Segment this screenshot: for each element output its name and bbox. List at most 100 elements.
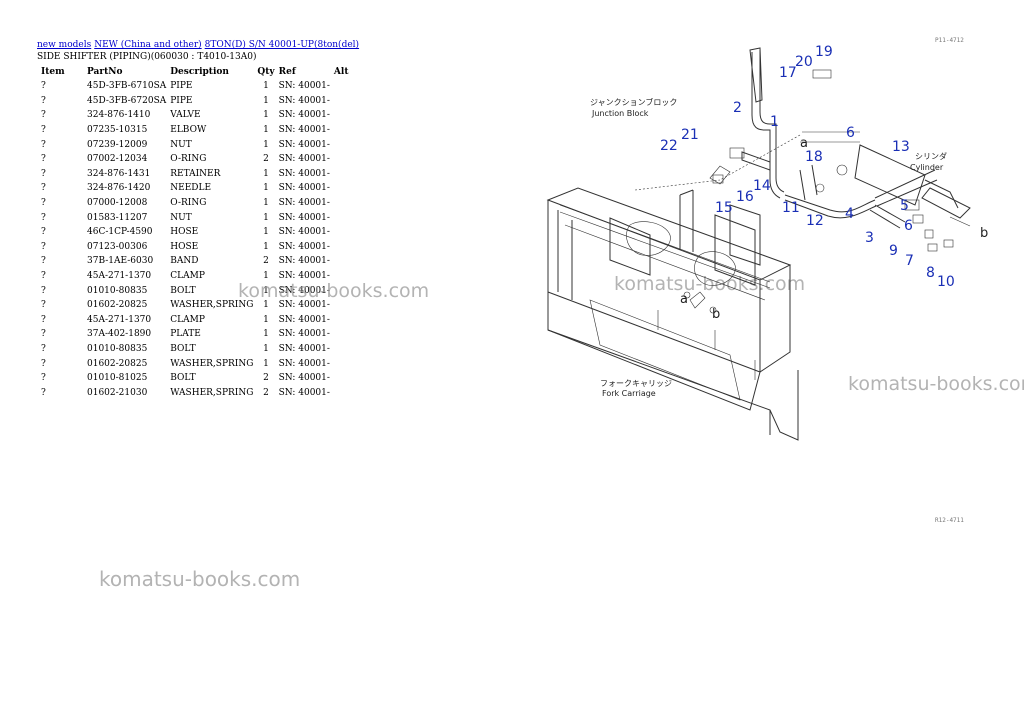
cell-qty: 1 <box>263 125 269 136</box>
leader-line-carriage <box>634 179 721 191</box>
caption-junction-block: Junction Block <box>591 109 649 118</box>
cell-qty: 1 <box>263 271 269 282</box>
letter-a-carriage: a <box>680 292 688 307</box>
cell-description: RETAINER <box>170 168 221 179</box>
cell-alt <box>332 196 356 211</box>
cell-alt <box>332 327 356 342</box>
breadcrumb-link-model[interactable]: 8TON(D) S/N 40001-UP(8ton(del) <box>204 40 360 50</box>
callout-20: 20 <box>795 54 813 70</box>
cell-qty: 2 <box>263 154 269 165</box>
cell-ref: SN: 40001- <box>278 168 330 179</box>
cell-alt <box>332 108 356 123</box>
cell-description: PIPE <box>170 95 193 106</box>
cell-alt <box>332 137 356 152</box>
header-alt: Alt <box>333 67 349 77</box>
callout-15: 15 <box>715 200 733 216</box>
cell-item: ? <box>41 256 46 267</box>
cell-partno: 46C-1CP-4590 <box>87 227 153 238</box>
cell-ref: SN: 40001- <box>278 183 330 194</box>
cell-qty: 1 <box>263 212 269 223</box>
cell-partno: 01602-20825 <box>87 300 148 311</box>
cell-description: WASHER,SPRING <box>170 387 254 398</box>
cell-description: WASHER,SPRING <box>170 358 254 369</box>
cell-partno: 07239-12009 <box>87 139 148 150</box>
callout-13: 13 <box>892 139 910 155</box>
fork-carriage-drawing <box>546 187 799 441</box>
cell-partno: 45A-271-1370 <box>87 314 152 325</box>
cell-alt <box>332 283 356 298</box>
cell-description: VALVE <box>170 110 201 121</box>
callout-5: 5 <box>900 198 909 214</box>
cell-qty: 2 <box>263 373 269 384</box>
cell-ref: SN: 40001- <box>278 314 330 325</box>
callout-14: 14 <box>753 178 771 194</box>
cell-ref: SN: 40001- <box>278 256 330 267</box>
cell-ref: SN: 40001- <box>278 373 330 384</box>
cell-alt <box>332 94 356 109</box>
cell-alt <box>332 298 356 313</box>
cell-item: ? <box>41 227 46 238</box>
leader-line-junction <box>719 134 801 181</box>
cell-description: PIPE <box>170 81 193 92</box>
cell-partno: 45D-3FB-6720SA <box>87 95 167 106</box>
cell-qty: 1 <box>263 314 269 325</box>
caption-junction-block-jp: ジャンクションブロック <box>590 97 677 107</box>
cell-alt <box>332 254 356 269</box>
cell-description: WASHER,SPRING <box>170 300 254 311</box>
callout-19: 19 <box>815 44 833 60</box>
cell-partno: 37B-1AE-6030 <box>87 256 154 267</box>
header-ref: Ref <box>278 67 296 77</box>
cell-alt <box>332 269 356 284</box>
cell-partno: 07123-00306 <box>87 241 148 252</box>
cell-description: HOSE <box>170 241 199 252</box>
letter-a: a <box>800 136 808 151</box>
cell-alt <box>332 79 356 94</box>
cell-qty: 1 <box>263 81 269 92</box>
cell-ref: SN: 40001- <box>278 300 330 311</box>
cell-description: BAND <box>170 256 199 267</box>
callout-3: 3 <box>865 230 874 246</box>
cell-item: ? <box>41 139 46 150</box>
cell-partno: 01010-80835 <box>87 343 148 354</box>
parts-table: Item PartNo Description Qty Ref Alt ?45D… <box>36 65 356 400</box>
callout-12: 12 <box>806 213 824 229</box>
breadcrumb-link-new-models[interactable]: new models <box>37 40 92 50</box>
cell-alt <box>332 371 356 386</box>
cell-alt <box>332 313 356 328</box>
cell-alt <box>332 167 356 182</box>
cell-partno: 07000-12008 <box>87 198 148 209</box>
callout-2: 2 <box>733 100 742 116</box>
cell-alt <box>332 385 356 400</box>
cell-item: ? <box>41 110 46 121</box>
cell-ref: SN: 40001- <box>278 154 330 165</box>
fittings-drawing <box>712 69 954 252</box>
cell-partno: 01010-80835 <box>87 285 148 296</box>
cell-qty: 1 <box>263 300 269 311</box>
cell-description: ELBOW <box>170 125 207 136</box>
arrow-b-line <box>949 216 971 227</box>
breadcrumb-link-region[interactable]: NEW (China and other) <box>94 40 202 50</box>
cell-item: ? <box>41 300 46 311</box>
cell-description: NEEDLE <box>170 183 212 194</box>
cell-description: NUT <box>170 212 192 223</box>
letter-b-carriage: b <box>712 307 720 322</box>
cell-qty: 1 <box>263 227 269 238</box>
cell-qty: 2 <box>263 256 269 267</box>
cell-alt <box>332 356 356 371</box>
cell-alt <box>332 225 356 240</box>
cell-partno: 01010-81025 <box>87 373 148 384</box>
cell-item: ? <box>41 271 46 282</box>
cell-ref: SN: 40001- <box>278 271 330 282</box>
caption-cylinder-jp: シリンダ <box>915 151 947 161</box>
cell-description: BOLT <box>170 373 196 384</box>
cell-item: ? <box>41 343 46 354</box>
cell-alt <box>332 123 356 138</box>
cell-partno: 07235-10315 <box>87 125 148 136</box>
cell-item: ? <box>41 168 46 179</box>
